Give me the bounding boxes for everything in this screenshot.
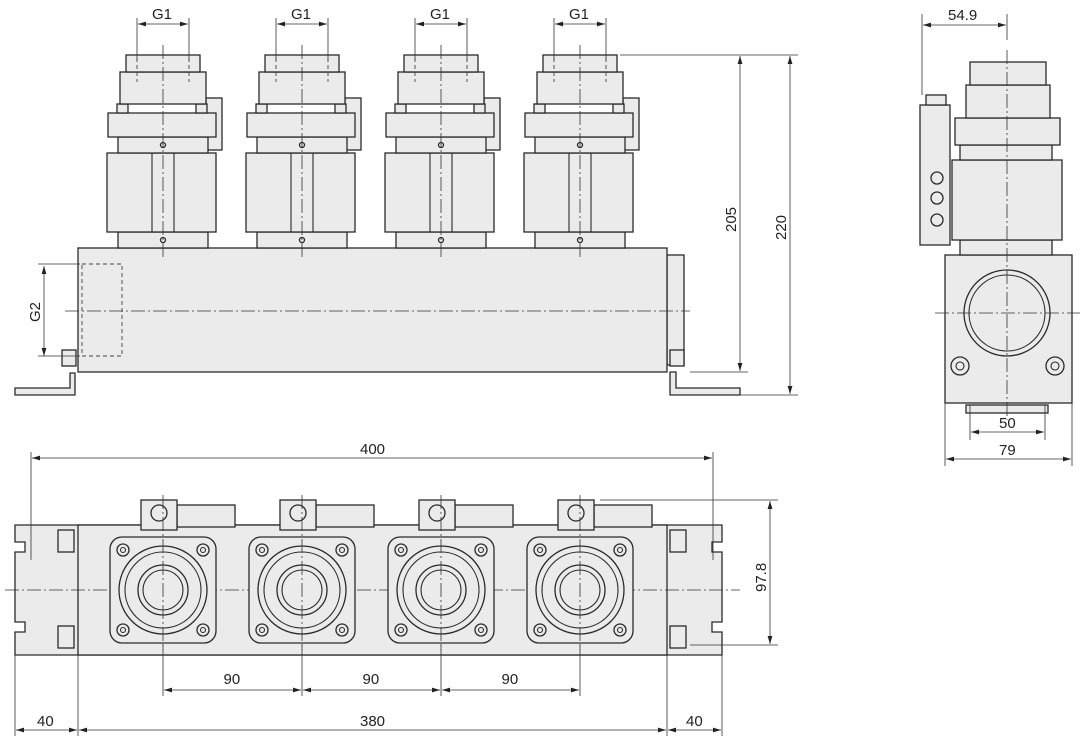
valve-flange xyxy=(107,112,217,138)
bolt-hole xyxy=(394,543,408,557)
right-bracket xyxy=(669,371,741,396)
nut xyxy=(61,349,77,367)
dim-54-9: 54.9 xyxy=(948,7,977,24)
dim-97-8: 97.8 xyxy=(753,563,770,592)
nut xyxy=(669,349,685,367)
dim-g1: G1 xyxy=(430,6,450,23)
dim-79: 79 xyxy=(999,442,1016,459)
bolt xyxy=(195,103,208,114)
plug-top xyxy=(176,504,236,528)
bolt-hole xyxy=(196,543,210,557)
left-bracket xyxy=(14,372,76,396)
dim-right-40: 40 xyxy=(686,713,703,730)
bolt-hole xyxy=(533,543,547,557)
bolt-hole xyxy=(474,543,488,557)
valve-body xyxy=(384,152,495,233)
dim-pitch-90: 90 xyxy=(224,671,241,688)
bolt-hole xyxy=(335,543,349,557)
bolt-hole xyxy=(116,543,130,557)
bolt-hole xyxy=(613,623,627,637)
bolt-hole-inner xyxy=(199,546,207,554)
plug-top xyxy=(315,504,375,528)
valve-flange xyxy=(246,112,356,138)
dim-205: 205 xyxy=(723,207,740,232)
bolt-hole xyxy=(116,623,130,637)
dim-400: 400 xyxy=(360,441,385,458)
bolt-hole-inner xyxy=(338,626,346,634)
bolt-hole-inner xyxy=(258,546,266,554)
bolt-hole-inner xyxy=(616,626,624,634)
valve-body xyxy=(245,152,356,233)
connector-circle xyxy=(289,504,307,522)
manifold-body xyxy=(77,247,668,373)
bolt-hole xyxy=(613,543,627,557)
bolt-hole-inner xyxy=(199,626,207,634)
bolt-hole xyxy=(255,543,269,557)
end-cap xyxy=(666,254,685,366)
bolt xyxy=(612,103,625,114)
plug-top xyxy=(454,504,514,528)
bolt xyxy=(334,103,347,114)
bolt xyxy=(255,103,268,114)
dim-380: 380 xyxy=(360,713,385,730)
inlet-port-hidden xyxy=(81,263,123,357)
bolt-hole xyxy=(335,623,349,637)
valve-1 xyxy=(106,18,236,696)
bolt-hole xyxy=(533,623,547,637)
valve-body xyxy=(106,152,217,233)
front-view xyxy=(14,247,741,396)
bolt-hole xyxy=(255,623,269,637)
bolt-hole xyxy=(196,623,210,637)
dim-left-40: 40 xyxy=(37,713,54,730)
bolt-hole-inner xyxy=(397,546,405,554)
bolt xyxy=(473,103,486,114)
valve-3 xyxy=(384,18,514,696)
bolt-hole-inner xyxy=(338,546,346,554)
connector xyxy=(279,499,317,531)
valve-flange xyxy=(524,112,634,138)
bolt xyxy=(533,103,546,114)
dim-pitch-90: 90 xyxy=(363,671,380,688)
dim-g1: G1 xyxy=(152,6,172,23)
bolt-hole-inner xyxy=(616,546,624,554)
connector-circle xyxy=(428,504,446,522)
bolt-hole-inner xyxy=(536,626,544,634)
connector-circle xyxy=(567,504,585,522)
bolt-hole-inner xyxy=(536,546,544,554)
valve-body xyxy=(523,152,634,233)
dim-50: 50 xyxy=(999,415,1016,432)
valve-2 xyxy=(245,18,375,696)
bolt-hole-inner xyxy=(477,546,485,554)
connector-circle xyxy=(150,504,168,522)
valve-4 xyxy=(523,18,653,696)
bolt-hole-inner xyxy=(477,626,485,634)
bolt-hole-inner xyxy=(119,546,127,554)
bolt-hole-inner xyxy=(397,626,405,634)
side-view xyxy=(919,50,1080,420)
plug-top xyxy=(593,504,653,528)
dim-220: 220 xyxy=(773,215,790,240)
valve-flange xyxy=(385,112,495,138)
dim-g2: G2 xyxy=(27,302,44,322)
dim-g1: G1 xyxy=(291,6,311,23)
dim-g1: G1 xyxy=(569,6,589,23)
bolt-hole xyxy=(474,623,488,637)
dim-pitch-90: 90 xyxy=(502,671,519,688)
bolt-hole-inner xyxy=(258,626,266,634)
bolt-hole xyxy=(394,623,408,637)
bolt xyxy=(116,103,129,114)
bolt-hole-inner xyxy=(119,626,127,634)
dimensions: G2 205 220 54.9 50 79 400 97.8 40 380 40… xyxy=(14,6,1073,736)
bolt xyxy=(394,103,407,114)
